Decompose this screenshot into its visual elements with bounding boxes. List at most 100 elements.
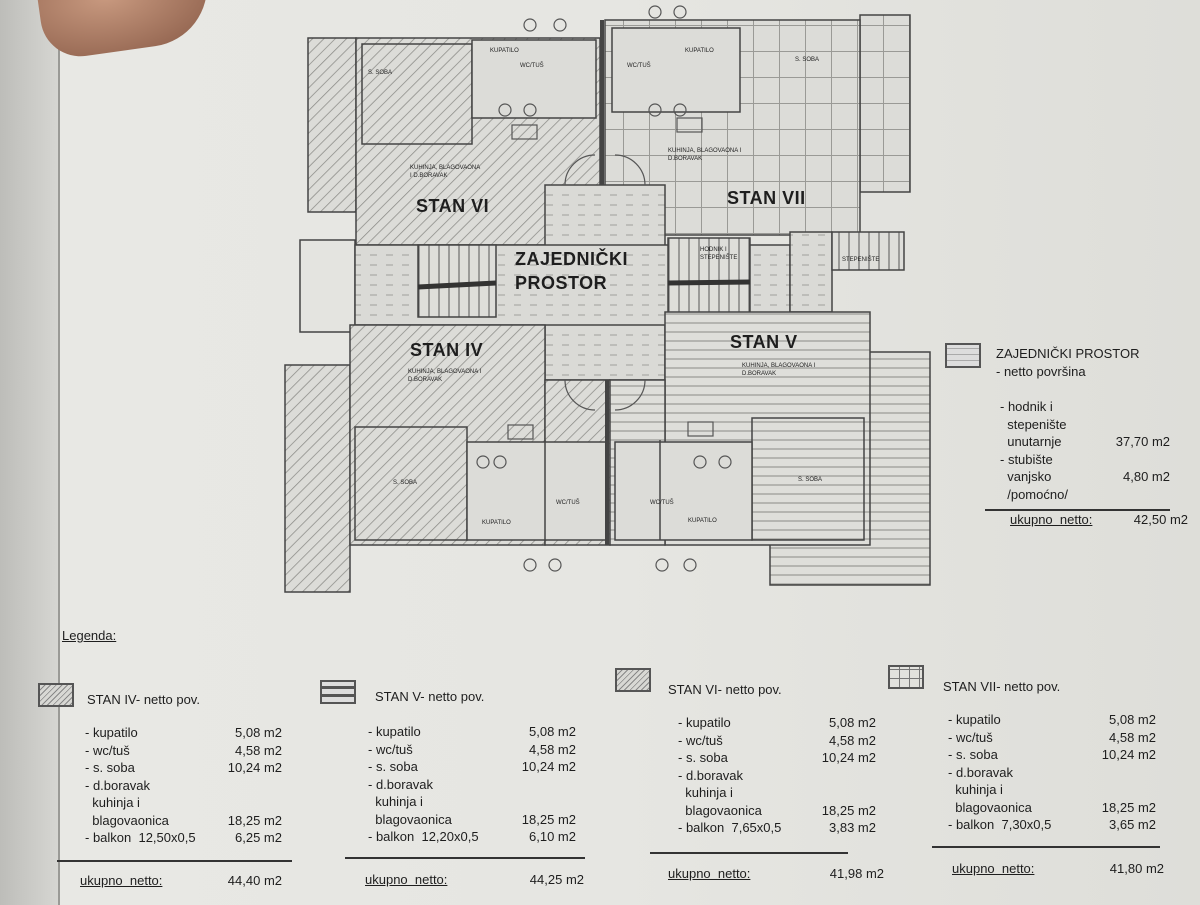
legend-row-label: - wc/tuš <box>678 732 723 748</box>
external-stairs-label: STEPENIŠTE <box>842 257 880 263</box>
legend-row-value: 4,80 m2 <box>1123 469 1170 484</box>
legend-row-value: 4,58 m2 <box>829 732 876 748</box>
unit-label-stan-vii: STAN VII <box>727 188 806 208</box>
legend-row-label: - stubište <box>1000 451 1053 467</box>
legend-row-label: - wc/tuš <box>85 742 130 758</box>
legend-total-value: 41,80 m2 <box>1109 861 1164 876</box>
legend-row-value: 6,10 m2 <box>529 829 576 844</box>
legend-divider <box>650 852 848 854</box>
legend-unit-title: STAN V- netto pov. <box>375 689 485 704</box>
legend-row-label: - d.boravak <box>948 764 1014 780</box>
room-label-wc-vi: WC/TUŠ <box>520 63 544 69</box>
legend-row-value: 4,58 m2 <box>1109 729 1156 745</box>
legend-row-label: unutarnje <box>1000 434 1062 449</box>
legend-row-value: 3,83 m2 <box>829 820 876 835</box>
legend-total-label: ukupno netto: <box>365 872 448 887</box>
legend-row-value: 5,08 m2 <box>1109 712 1156 727</box>
legend-row-label: - balkon 12,20x0,5 <box>368 829 479 844</box>
legend-divider <box>345 857 585 859</box>
external-stairs <box>831 231 905 271</box>
legend-unit-title: STAN VI- netto pov. <box>668 682 782 697</box>
legend-row-value: 3,65 m2 <box>1109 817 1156 832</box>
legend-row-value: 5,08 m2 <box>829 715 876 730</box>
legend-total-value: 44,25 m2 <box>529 872 584 887</box>
legend-row-label: vanjsko <box>1000 469 1052 484</box>
common-subtitle: - netto površina <box>996 364 1086 379</box>
legend-row-label: blagovaonica <box>368 811 452 827</box>
legend-row-label: - kupatilo <box>948 712 1001 727</box>
legend-row-value: 10,24 m2 <box>227 760 282 775</box>
legend-total-value: 42,50 m2 <box>1133 512 1188 527</box>
room-label-bedroom-vi: S. SOBA <box>368 70 393 76</box>
common-label-line1: ZAJEDNIČKI <box>515 249 629 269</box>
legend-row-label: blagovaonica <box>948 799 1032 815</box>
legend-row-value: 6,25 m2 <box>235 830 282 845</box>
legend-row-label: - balkon 12,50x0,5 <box>85 830 196 845</box>
legend-row-label: - hodnik i <box>1000 399 1053 414</box>
balcony-stan-vii <box>859 14 911 193</box>
legend-divider <box>932 846 1160 848</box>
legend-row-value: 4,58 m2 <box>529 741 576 757</box>
room-label-wc-v: WC/TUŠ <box>650 500 674 506</box>
hall-stairs-label: HODNIK I STEPENIŠTE <box>700 247 738 261</box>
legend-row-value: 18,25 m2 <box>227 812 282 828</box>
legend-row-label: /pomoćno/ <box>1000 486 1068 502</box>
room-label-kitchen-v: KUHINJA, BLAGOVAONA I D.BORAVAK <box>742 363 816 377</box>
legend-row-label: - kupatilo <box>678 715 731 730</box>
legend-row-label: - kupatilo <box>368 724 421 739</box>
legend-row-label: blagovaonica <box>678 802 762 818</box>
binder-edge <box>0 0 60 905</box>
legend-row-label: - d.boravak <box>85 777 151 793</box>
room-label-wc-iv: WC/TUŠ <box>556 500 580 506</box>
legend-heading: Legenda: <box>62 628 117 643</box>
legend-total-label: ukupno netto: <box>668 866 751 881</box>
legend-row-value: 37,70 m2 <box>1115 434 1170 449</box>
room-label-kitchen-vi: KUHINJA, BLAGOVAONA I D.BORAVAK <box>410 165 480 179</box>
common-label-line2: PROSTOR <box>515 273 608 293</box>
room-label-bedroom-vii: S. SOBA <box>795 57 820 63</box>
legend-row-label: kuhinja i <box>368 794 423 809</box>
legend-pattern-swatch-icon <box>888 665 924 689</box>
legend-row-label: - kupatilo <box>85 725 138 740</box>
legend-row-label: kuhinja i <box>948 782 1003 797</box>
fixtures <box>476 5 732 572</box>
legend-row-value: 5,08 m2 <box>529 724 576 739</box>
common-title: ZAJEDNIČKI PROSTOR <box>996 346 1140 361</box>
room-label-bath-v: KUPATILO <box>688 518 717 524</box>
legend-row-label: stepenište <box>1000 416 1067 432</box>
room-label-bedroom-v: S. SOBA <box>798 477 823 483</box>
legend-row-label: - d.boravak <box>368 776 434 792</box>
unit-label-stan-v: STAN V <box>730 332 798 352</box>
room-label-bedroom-iv: S. SOBA <box>393 480 418 486</box>
legend-unit-title: STAN IV- netto pov. <box>87 692 200 707</box>
legend-total-label: ukupno netto: <box>80 873 163 888</box>
legend-divider <box>57 860 292 862</box>
legend-row-label: kuhinja i <box>85 795 140 810</box>
legend-row-value: 18,25 m2 <box>1101 799 1156 815</box>
balcony-stan-iv <box>284 364 351 593</box>
room-label-bath-vii: KUPATILO <box>685 48 714 54</box>
legend-row-label: - s. soba <box>948 747 998 762</box>
legend-row-label: - s. soba <box>85 760 135 775</box>
legend-row-value: 5,08 m2 <box>235 725 282 740</box>
legend-row-label: - s. soba <box>368 759 418 774</box>
legend-total-value: 41,98 m2 <box>829 866 884 881</box>
legend-row-value: 10,24 m2 <box>1101 747 1156 762</box>
legend-pattern-swatch-icon <box>320 680 356 704</box>
unit-label-stan-iv: STAN IV <box>410 340 484 360</box>
legend-unit-title: STAN VII- netto pov. <box>943 679 1061 694</box>
room-label-wc-vii: WC/TUŠ <box>627 63 651 69</box>
legend-row-value: 18,25 m2 <box>821 802 876 818</box>
legend-row-value: 18,25 m2 <box>521 811 576 827</box>
room-label-bath-vi: KUPATILO <box>490 48 519 54</box>
unit-label-stan-vi: STAN VI <box>416 196 490 216</box>
legend-row-value: 10,24 m2 <box>821 750 876 765</box>
legend-row-value: 4,58 m2 <box>235 742 282 758</box>
legend-row-label: - d.boravak <box>678 767 744 783</box>
legend-total-label: ukupno netto: <box>952 861 1035 876</box>
legend-row-label: - wc/tuš <box>948 729 993 745</box>
legend-row-label: - balkon 7,30x0,5 <box>948 817 1052 832</box>
legend-row-label: - wc/tuš <box>368 741 413 757</box>
legend-total-value: 44,40 m2 <box>227 873 282 888</box>
